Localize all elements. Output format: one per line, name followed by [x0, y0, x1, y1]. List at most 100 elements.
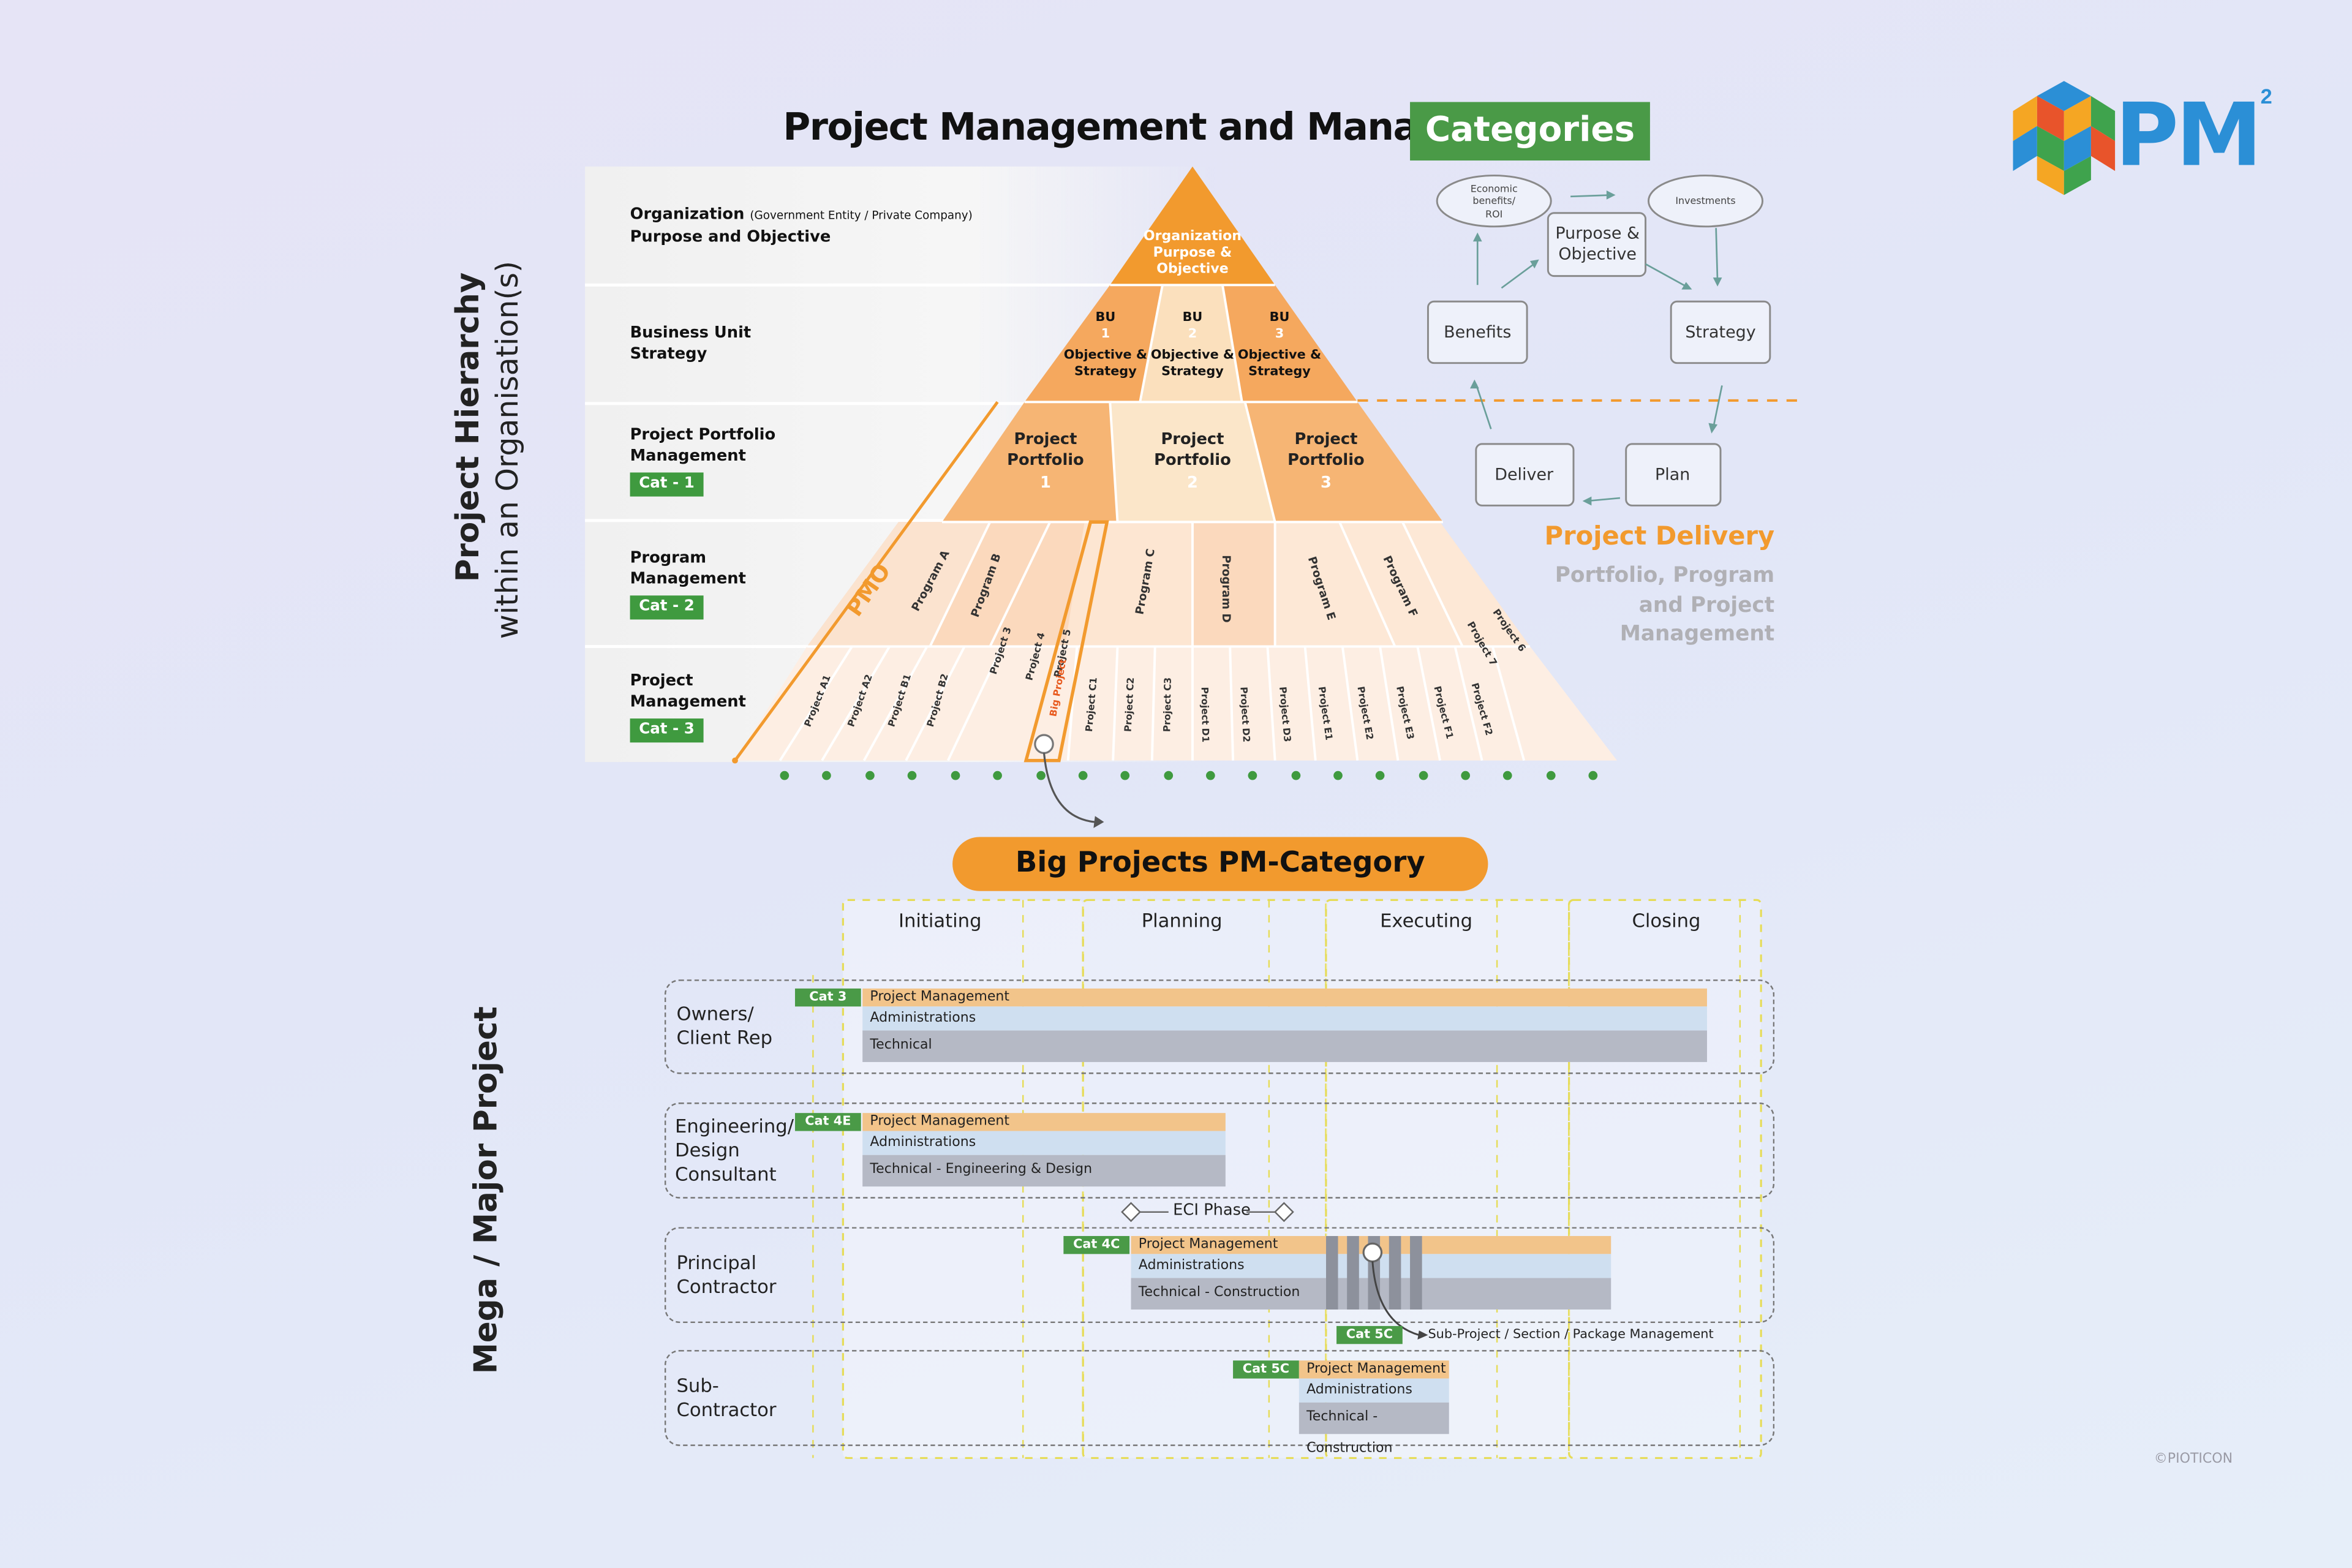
cat-3-badge: Cat - 3 — [630, 718, 704, 743]
svg-text:Project: Project — [1014, 430, 1077, 448]
cat-4e-tag: Cat 4E — [794, 1113, 861, 1131]
owners-admin-bar: Administrations — [862, 1006, 1707, 1031]
svg-text:Objective &: Objective & — [1064, 347, 1147, 361]
svg-text:Project: Project — [1294, 430, 1357, 448]
svg-text:Objective &: Objective & — [1151, 347, 1234, 361]
engineering-admin-bar: Administrations — [862, 1131, 1226, 1155]
engineering-technical-bar: Technical - Engineering & Design — [862, 1155, 1226, 1187]
pm2-logo: PM 2 — [2007, 75, 2277, 198]
phase-executing: Executing — [1380, 909, 1473, 932]
level-divider — [585, 519, 1245, 522]
pyramid-project-tier — [735, 646, 1618, 761]
svg-text:3: 3 — [1321, 473, 1332, 492]
svg-text:3: 3 — [1275, 326, 1284, 341]
svg-text:Benefits: Benefits — [1444, 323, 1511, 342]
level-org-label: Organization (Government Entity / Privat… — [630, 205, 973, 246]
investments-ellipse — [1647, 175, 1764, 228]
categories-badge: Categories — [1410, 102, 1650, 161]
strategy-box — [1670, 300, 1771, 364]
svg-text:Portfolio: Portfolio — [1287, 451, 1365, 469]
plan-box — [1625, 443, 1722, 507]
copyright: ©PIOTICON — [2154, 1452, 2233, 1468]
svg-text:Economic: Economic — [1471, 183, 1518, 194]
big-projects-title: Big Projects PM-Category — [952, 837, 1488, 891]
svg-text:ROI: ROI — [1485, 208, 1502, 220]
subcontractor-group — [664, 1350, 1775, 1446]
deliver-box — [1475, 443, 1575, 507]
svg-text:2: 2 — [1188, 326, 1197, 341]
bu-text: BU 1 Objective & Strategy BU 2 Objective… — [1064, 309, 1321, 378]
project-label: Project C3 — [1161, 677, 1174, 732]
pyramid-apex — [1110, 166, 1275, 285]
eci-phase-label: ECI Phase — [1173, 1201, 1251, 1220]
principal-contractor-group — [664, 1227, 1775, 1324]
svg-text:2: 2 — [1187, 473, 1198, 492]
sub-project-note: Sub-Project / Section / Package Manageme… — [1428, 1327, 1714, 1343]
svg-text:Objective: Objective — [1156, 262, 1228, 277]
sub-package-connector — [1362, 1242, 1428, 1340]
svg-text:1: 1 — [1101, 326, 1110, 341]
cat-5c-tag: Cat 5C — [1233, 1360, 1299, 1379]
cat-5c-sub-tag: Cat 5C — [1336, 1325, 1403, 1344]
cat-3-tag: Cat 3 — [794, 988, 861, 1007]
svg-text:Strategy: Strategy — [1161, 363, 1224, 378]
economic-ellipse — [1436, 175, 1552, 228]
delivery-title: Project Delivery — [1544, 522, 1775, 552]
engineering-pm-bar: Project Management — [862, 1113, 1226, 1131]
level-divider — [585, 402, 1245, 405]
cycle-boxes — [1427, 175, 1771, 507]
svg-text:Objective &: Objective & — [1238, 347, 1321, 361]
subcontractor-pm-bar: Project Management — [1298, 1360, 1449, 1379]
svg-text:Project: Project — [1161, 430, 1224, 448]
svg-text:Portfolio: Portfolio — [1154, 451, 1231, 469]
svg-text:Investments: Investments — [1675, 195, 1735, 206]
project-label: Project D2 — [1238, 687, 1252, 742]
svg-text:Purpose &: Purpose & — [1555, 224, 1640, 243]
cycle-arrowheads — [1470, 190, 1722, 506]
purpose-box — [1547, 212, 1647, 277]
owners-group — [664, 979, 1775, 1074]
svg-text:Deliver: Deliver — [1494, 466, 1554, 484]
cube-icon — [2013, 81, 2116, 195]
portfolio-text: Project Portfolio 1 Project Portfolio 2 … — [1007, 430, 1365, 492]
svg-text:Strategy: Strategy — [1248, 363, 1311, 378]
owners-label: Owners/Client Rep — [676, 1001, 773, 1049]
cat-4c-tag: Cat 4C — [1063, 1235, 1130, 1254]
benefits-box — [1427, 300, 1528, 364]
owners-technical-bar: Technical — [862, 1030, 1707, 1062]
engineering-group — [664, 1102, 1775, 1199]
svg-text:1: 1 — [1040, 473, 1051, 492]
svg-text:Strategy: Strategy — [1685, 323, 1755, 342]
subcontractor-label: Sub-Contractor — [676, 1374, 777, 1421]
page-title: Project Management and Manager — [783, 105, 1487, 149]
apex-text: Organization Purpose & Objective — [1144, 228, 1242, 277]
project-dots — [780, 771, 1598, 780]
project-label: Project C2 — [1123, 677, 1137, 732]
cycle-text: Purpose & Objective Strategy Benefits Pl… — [1444, 224, 1756, 484]
svg-text:Portfolio: Portfolio — [1007, 451, 1084, 469]
subcontractor-technical-bar: Technical - Construction — [1298, 1402, 1449, 1457]
svg-text:Plan: Plan — [1655, 466, 1690, 484]
svg-text:BU: BU — [1270, 309, 1290, 324]
logo-superscript: 2 — [2260, 84, 2272, 108]
eci-phase-marker — [1121, 1202, 1294, 1223]
svg-text:Objective: Objective — [1558, 245, 1637, 264]
svg-text:benefits/: benefits/ — [1472, 195, 1515, 206]
cat-1-badge: Cat - 1 — [630, 472, 704, 497]
program-label: Program D — [1219, 555, 1232, 622]
logo-text: PM — [2115, 84, 2263, 186]
level-divider — [585, 283, 1215, 287]
subcontractor-admin-bar: Administrations — [1298, 1378, 1449, 1403]
svg-text:Purpose &: Purpose & — [1153, 245, 1232, 260]
owners-pm-bar: Project Management — [862, 988, 1707, 1007]
big-project-connector — [1042, 753, 1095, 823]
cat-2-badge: Cat - 2 — [630, 595, 704, 620]
